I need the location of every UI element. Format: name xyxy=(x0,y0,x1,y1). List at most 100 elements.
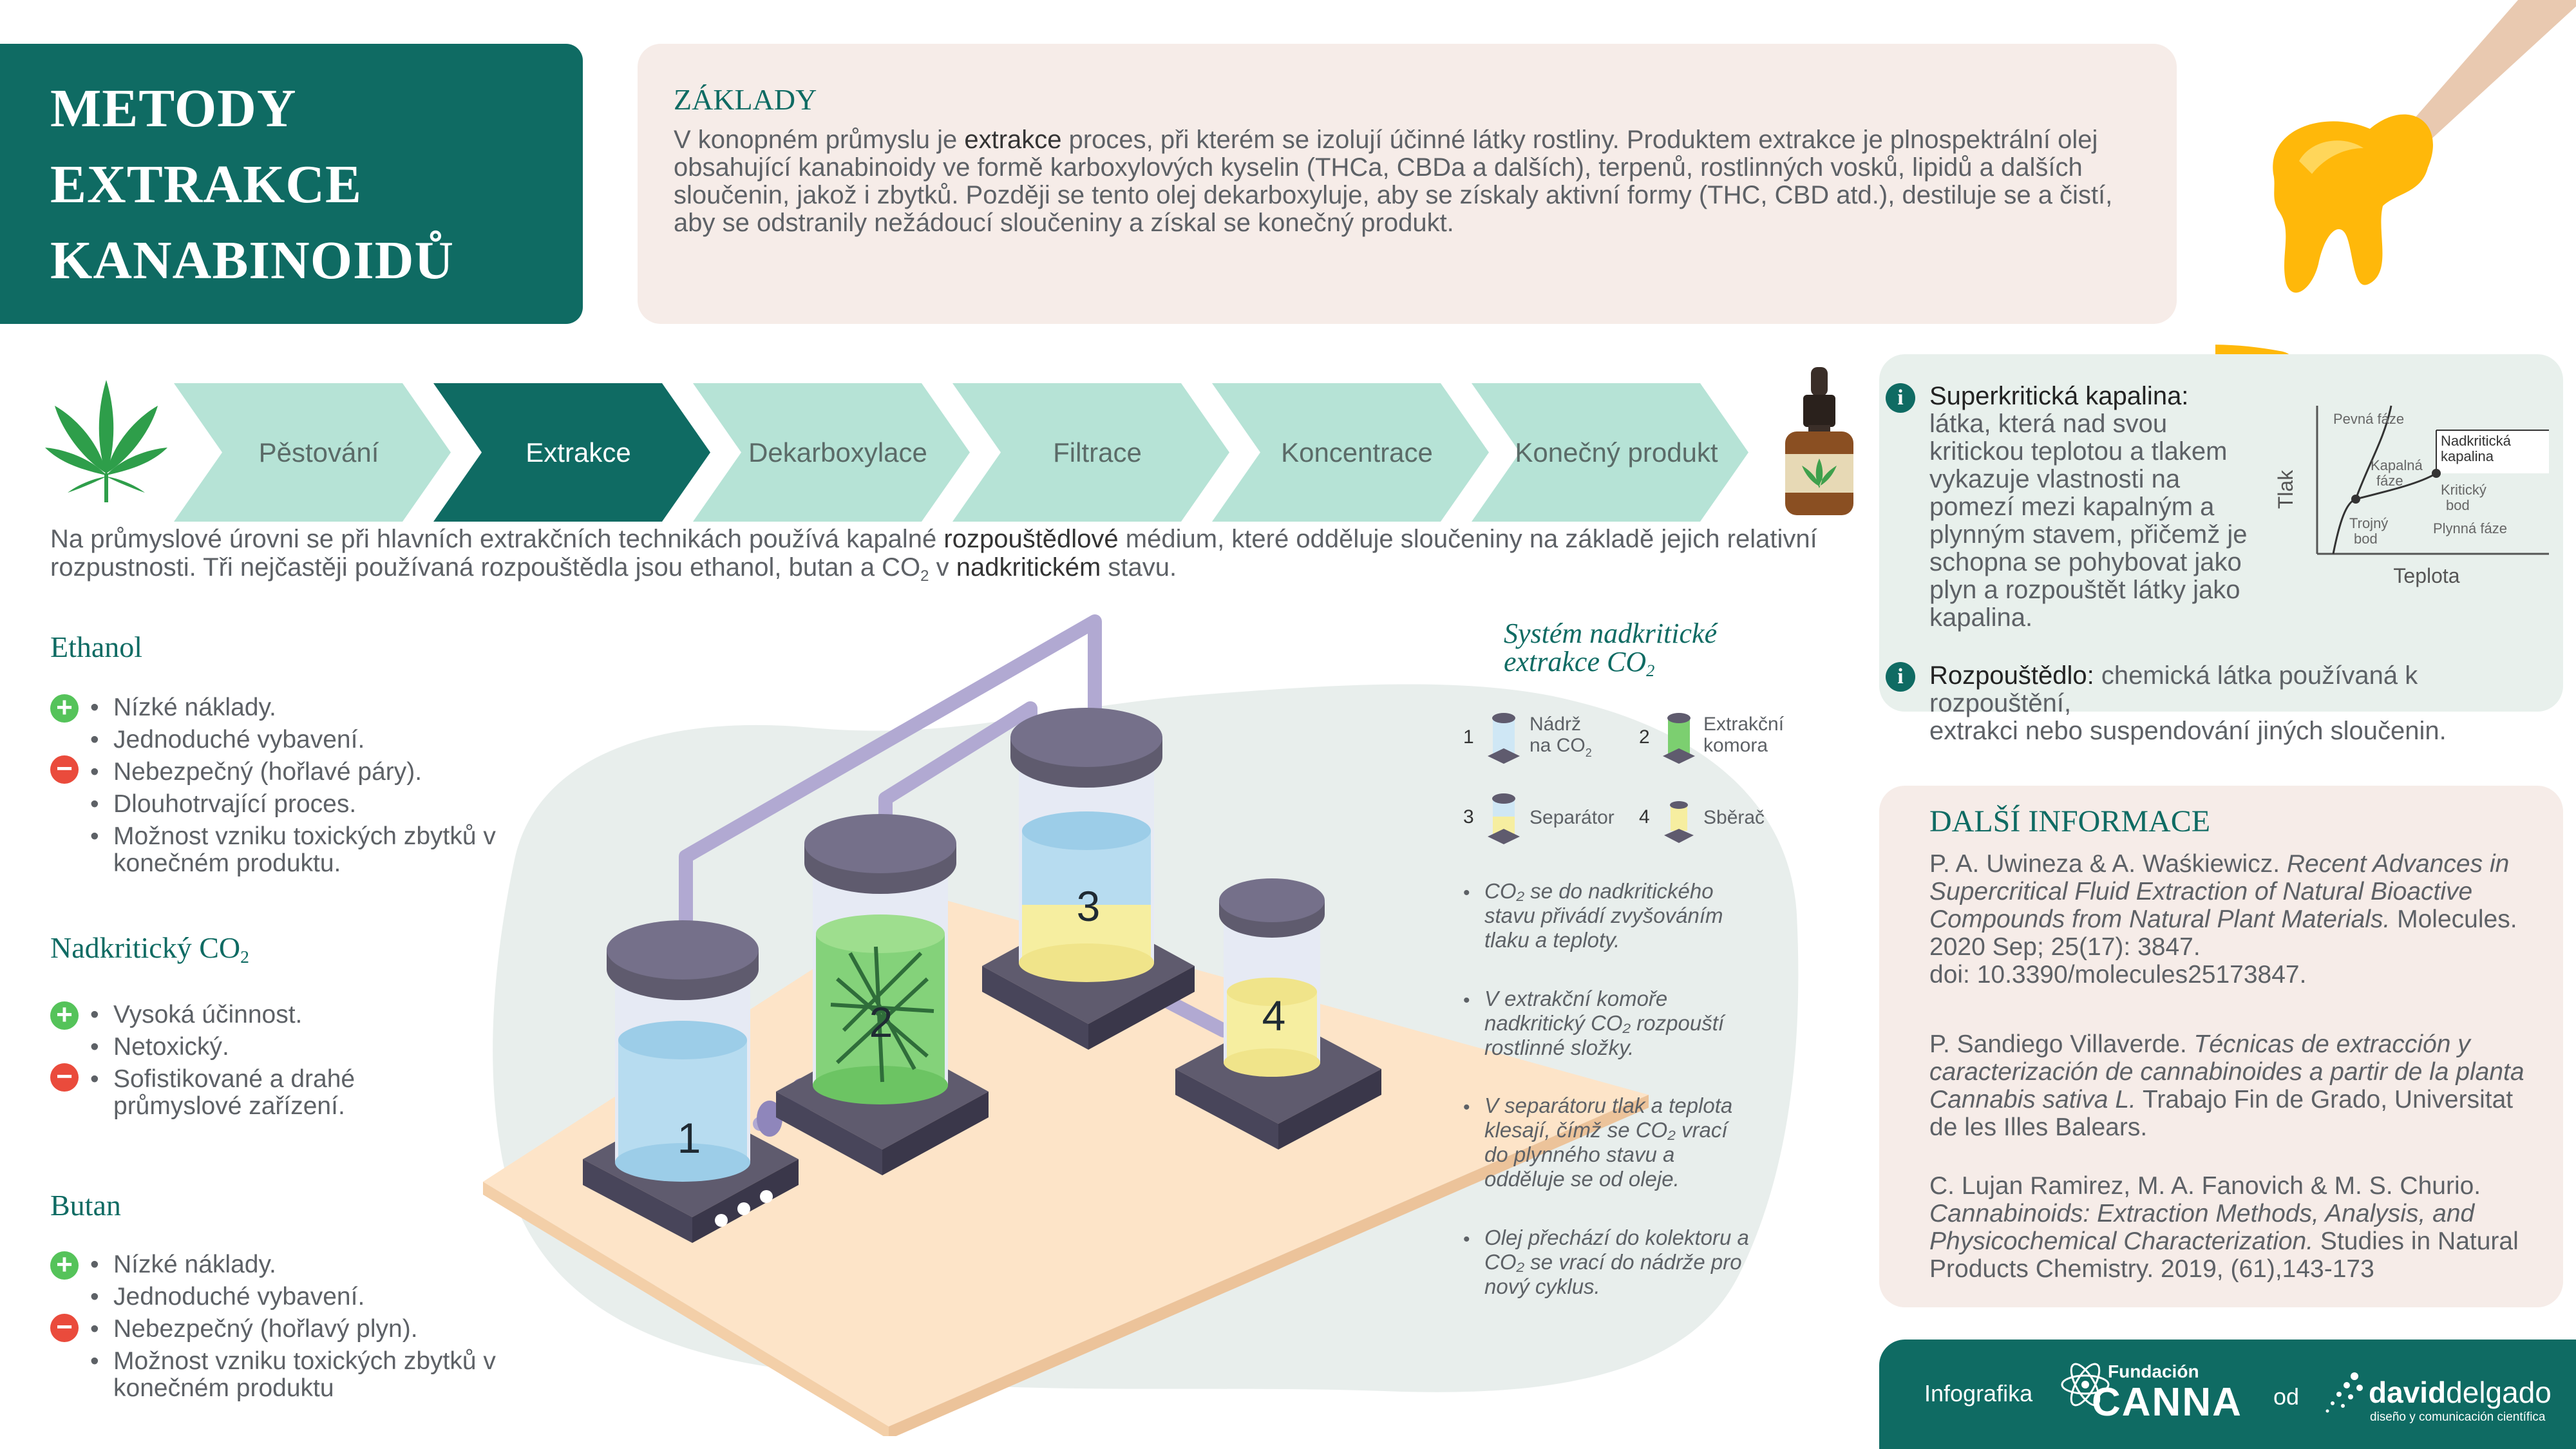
bullet: • xyxy=(90,726,99,753)
process-step-label: Koncentrace xyxy=(1281,437,1433,468)
minus-icon: − xyxy=(50,755,79,784)
chevron-shape xyxy=(433,383,710,522)
definition-line: kritickou teplotou a tlakem xyxy=(1929,437,2228,466)
supercritical-term: Superkritická kapalina: xyxy=(1929,382,2189,410)
list-item-text: Jednoduché vybavení. xyxy=(113,1283,365,1311)
intro-a: Na průmyslové úrovni se při hlavních ext… xyxy=(50,525,944,553)
diagram-xlabel: Teplota xyxy=(2393,564,2459,587)
intro-f: stavu. xyxy=(1101,553,1177,582)
basics-paragraph: V konopném průmyslu je extrakce proces, … xyxy=(674,126,2148,237)
tank-4-mini-icon xyxy=(1664,801,1694,843)
bullet: • xyxy=(90,1001,99,1028)
extraction-system-illustration: 1 2 3 4 xyxy=(483,614,1799,1436)
list-item: •Možnost vzniku toxických zbytků v koneč… xyxy=(90,1348,509,1402)
footer-delgado: delgado xyxy=(2446,1376,2552,1409)
label-gas: Plynná fáze xyxy=(2433,520,2507,536)
ref-rest: Studies in Natural Products Chemistry. 2… xyxy=(1929,1227,2519,1283)
tank-2-mini-icon xyxy=(1663,713,1695,764)
list-item-text: Možnost vzniku toxických zbytků v konečn… xyxy=(113,1347,496,1402)
process-step-1: Pěstování xyxy=(174,383,451,522)
label-critical-1: Kritický xyxy=(2441,482,2486,498)
butan-heading: Butan xyxy=(50,1189,121,1222)
tank-number-4: 4 xyxy=(1262,992,1286,1039)
label-sc-1: Nadkritická xyxy=(2441,433,2512,449)
co2-heading-sub: 2 xyxy=(240,947,249,967)
ref-authors: P. Sandiego Villaverde. xyxy=(1929,1030,2194,1058)
bullet: • xyxy=(90,1283,99,1311)
chevron-shape xyxy=(952,383,1229,522)
chevron-shape xyxy=(1212,383,1489,522)
list-item-text: Nebezpečný (hořlavé páry). xyxy=(113,758,422,786)
basics-text-bold: extrakce xyxy=(964,126,1062,154)
tank-number-2: 2 xyxy=(869,998,893,1046)
label-triple-1: Trojný xyxy=(2349,515,2388,531)
co2-heading: Nadkritický CO2 xyxy=(50,931,249,967)
label-liquid-2: fáze xyxy=(2376,473,2403,489)
step-line: stavu přivádí zvyšováním xyxy=(1484,904,1723,927)
list-item: •Sofistikované a drahé průmyslové zaříze… xyxy=(90,1066,425,1120)
references-heading: DALŠÍ INFORMACE xyxy=(1929,804,2211,838)
step-bullet: • xyxy=(1463,1229,1470,1250)
reference-3: C. Lujan Ramirez, M. A. Fanovich & M. S.… xyxy=(1929,1172,2548,1283)
label-sc-2: kapalina xyxy=(2441,448,2494,464)
tank-1 xyxy=(607,920,759,1182)
footer-david: david xyxy=(2369,1376,2447,1409)
legend-label-1b-sub: 2 xyxy=(1585,746,1592,759)
list-item: •Jednoduché vybavení. xyxy=(90,726,509,753)
ref-authors: P. A. Uwineza & A. Waśkiewicz. xyxy=(1929,850,2287,878)
step-line: do plynného stavu a xyxy=(1484,1142,1675,1166)
step-line: nový cyklus. xyxy=(1484,1274,1600,1298)
definition-line: schopna se pohybovat jako xyxy=(1929,548,2242,576)
platform-edge xyxy=(889,1095,1649,1436)
legend-label-1b-text: na CO xyxy=(1530,735,1586,756)
process-step-label: Filtrace xyxy=(1053,437,1142,468)
solvent-term: Rozpouštědlo: xyxy=(1929,661,2094,690)
wax-highlight-icon xyxy=(2299,140,2363,174)
footer: Infografika Fundación CANNA od daviddelg… xyxy=(1879,1340,2576,1449)
chevron-shape xyxy=(693,383,970,522)
platform xyxy=(483,895,1649,1426)
tank-2 xyxy=(804,814,956,1104)
label-triple-2: bod xyxy=(2354,531,2378,547)
minus-icon: − xyxy=(50,1063,79,1092)
references-box: DALŠÍ INFORMACE P. A. Uwineza & A. Waśki… xyxy=(1879,786,2563,1307)
intro-sub: 2 xyxy=(920,567,929,585)
tank-number-3: 3 xyxy=(1077,882,1101,930)
list-item-text: Vysoká účinnost. xyxy=(113,1001,303,1028)
definition-line: vykazuje vlastnosti na xyxy=(1929,465,2181,493)
basics-heading: ZÁKLADY xyxy=(674,83,817,116)
info-icon: i xyxy=(1886,662,1915,692)
basics-text-2: proces, při kterém se izolují účinné lát… xyxy=(674,126,2113,237)
system-title-text: extrakce CO xyxy=(1504,646,1647,677)
footer-infografika: Infografika xyxy=(1924,1380,2033,1406)
legend-label-2b: komora xyxy=(1703,735,1768,756)
co2-heading-text: Nadkritický CO xyxy=(50,931,241,964)
tank-3-mini-icon xyxy=(1488,793,1520,844)
legend-label-1a: Nádrž xyxy=(1530,714,1582,735)
basics-box: ZÁKLADY V konopném průmyslu je extrakce … xyxy=(638,44,2177,324)
ref-authors: C. Lujan Ramirez, M. A. Fanovich & M. S.… xyxy=(1929,1172,2481,1200)
title-line-1: METODY xyxy=(50,79,297,138)
intro-d: v xyxy=(929,553,956,582)
list-item: •Dlouhotrvající proces. xyxy=(90,791,509,818)
list-item: •Netoxický. xyxy=(90,1034,509,1061)
phase-diagram: Tlak Teplota Pevná fáze Kapalná fáze Nad… xyxy=(2274,405,2550,587)
list-item-text: Netoxický. xyxy=(113,1033,229,1061)
tank-1-mini-icon xyxy=(1488,713,1520,764)
legend-num-2: 2 xyxy=(1639,726,1650,748)
wax-blob-icon xyxy=(2273,114,2433,293)
list-item-text: Sofistikované a drahé průmyslové zařízen… xyxy=(113,1065,355,1120)
definition-line: plyn a rozpouštět látky jako xyxy=(1929,576,2240,604)
bullet: • xyxy=(90,1251,99,1278)
title-line-2: EXTRAKCE xyxy=(50,155,363,214)
atom-logo-icon xyxy=(2061,1363,2110,1406)
legend-label-3: Separátor xyxy=(1530,807,1615,828)
step-line: klesají, čímž se CO₂ vrací xyxy=(1484,1118,1728,1142)
legend-num-3: 3 xyxy=(1463,806,1474,828)
legend-label-4: Sběrač xyxy=(1703,807,1765,828)
definition-line: extrakci nebo suspendování jiných slouče… xyxy=(1929,717,2447,745)
bullet: • xyxy=(90,790,99,818)
